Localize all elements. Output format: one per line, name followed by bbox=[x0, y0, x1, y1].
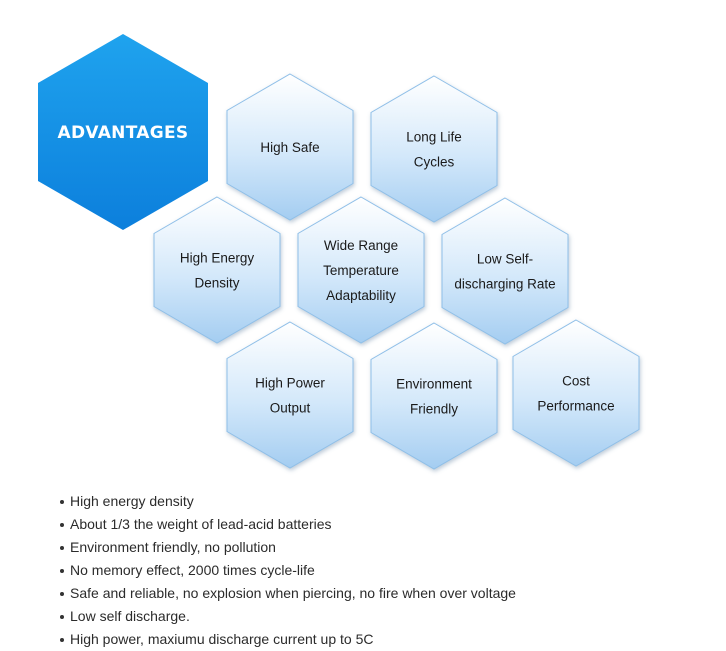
advantage-item: Safe and reliable, no explosion when pie… bbox=[56, 582, 516, 605]
feature-label: Temperature bbox=[323, 263, 399, 278]
feature-hexagon-shape bbox=[370, 75, 498, 223]
feature-hexagon-shape bbox=[512, 319, 640, 467]
advantage-text: High power, maxiumu discharge current up… bbox=[70, 631, 374, 647]
bullet-dot-icon bbox=[60, 615, 64, 619]
bullet-dot-icon bbox=[60, 569, 64, 573]
feature-label: discharging Rate bbox=[454, 277, 555, 292]
advantage-text: High energy density bbox=[70, 493, 194, 509]
feature-hexagon: High Safe bbox=[226, 73, 354, 221]
feature-label: High Power bbox=[255, 376, 325, 391]
feature-label: Performance bbox=[537, 399, 614, 414]
feature-label: Environment bbox=[396, 377, 472, 392]
feature-label: High Safe bbox=[260, 140, 319, 155]
advantage-item: About 1/3 the weight of lead-acid batter… bbox=[56, 513, 516, 536]
advantage-item: Environment friendly, no pollution bbox=[56, 536, 516, 559]
feature-hexagon-shape bbox=[226, 73, 354, 221]
feature-label: Low Self- bbox=[477, 252, 533, 267]
feature-label: Cost bbox=[562, 374, 590, 389]
feature-hexagon: Low Self-discharging Rate bbox=[441, 197, 569, 345]
bullet-dot-icon bbox=[60, 500, 64, 504]
advantage-text: About 1/3 the weight of lead-acid batter… bbox=[70, 516, 332, 532]
feature-label: Wide Range bbox=[324, 238, 398, 253]
feature-label: High Energy bbox=[180, 251, 255, 266]
advantages-diagram: ADVANTAGES High Safe Long LifeCyclesHigh … bbox=[38, 34, 640, 470]
feature-label: Long Life bbox=[406, 130, 462, 145]
feature-label: Adaptability bbox=[326, 288, 396, 303]
bullet-dot-icon bbox=[60, 546, 64, 550]
feature-label: Friendly bbox=[410, 402, 458, 417]
advantage-text: Low self discharge. bbox=[70, 608, 190, 624]
advantage-item: High energy density bbox=[56, 490, 516, 513]
advantage-item: No memory effect, 2000 times cycle-life bbox=[56, 559, 516, 582]
advantage-item: Low self discharge. bbox=[56, 605, 516, 628]
feature-hexagon-shape bbox=[153, 196, 281, 344]
advantage-text: No memory effect, 2000 times cycle-life bbox=[70, 562, 315, 578]
feature-hexagon-shape bbox=[370, 322, 498, 470]
bullet-dot-icon bbox=[60, 523, 64, 527]
bullet-dot-icon bbox=[60, 592, 64, 596]
feature-label: Output bbox=[270, 401, 311, 416]
feature-hexagon-shape bbox=[441, 197, 569, 345]
feature-label: Cycles bbox=[414, 155, 455, 170]
feature-label: Density bbox=[194, 276, 239, 291]
bullet-dot-icon bbox=[60, 638, 64, 642]
advantages-title: ADVANTAGES bbox=[58, 123, 189, 143]
advantages-main-hexagon bbox=[38, 34, 208, 230]
feature-hexagon-shape bbox=[297, 196, 425, 344]
advantage-text: Safe and reliable, no explosion when pie… bbox=[70, 585, 516, 601]
advantage-text: Environment friendly, no pollution bbox=[70, 539, 276, 555]
advantage-item: High power, maxiumu discharge current up… bbox=[56, 628, 516, 651]
feature-hexagon-shape bbox=[226, 321, 354, 469]
